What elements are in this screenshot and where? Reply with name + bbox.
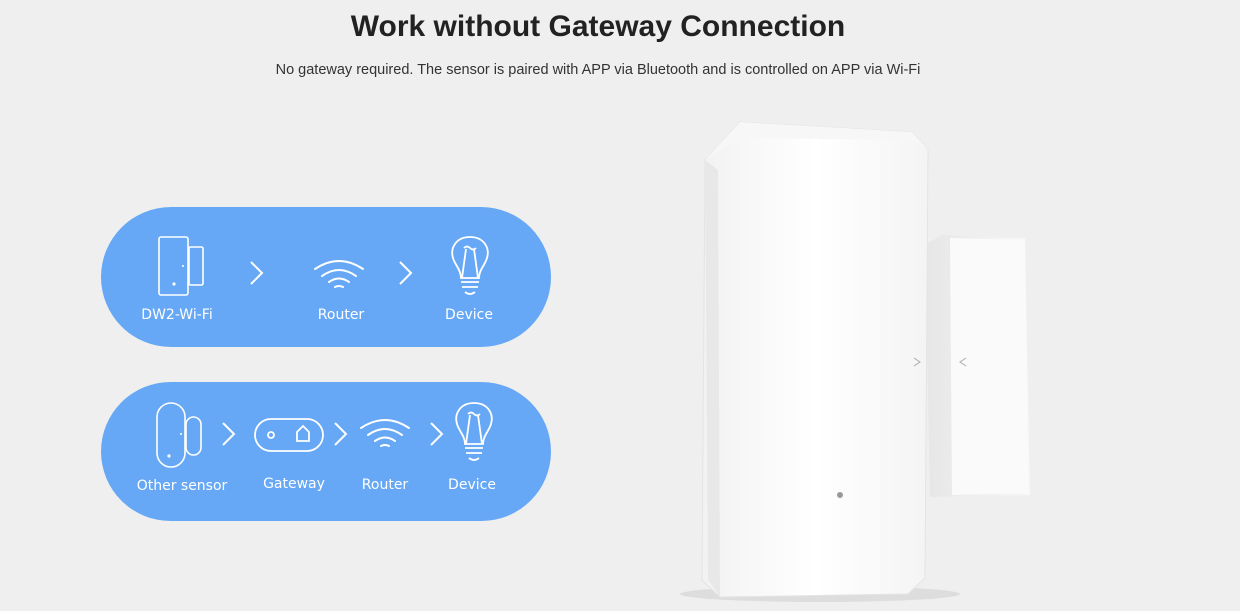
door-sensor-icon: [156, 402, 202, 468]
chevron-right-icon: [430, 422, 444, 446]
gateway-icon: [254, 418, 324, 452]
flow-label-sensor: Other sensor: [136, 478, 228, 494]
door-sensor-product-image: [680, 121, 1030, 602]
wifi-icon: [360, 419, 410, 447]
chevron-right-icon: [399, 261, 413, 285]
page-subtitle: No gateway required. The sensor is paire…: [275, 62, 921, 78]
flow-with-gateway: Other sensor Gateway Router Device: [101, 382, 551, 521]
flow-label-device: Device: [445, 307, 493, 323]
chevron-right-icon: [250, 261, 264, 285]
flow-label-router: Router: [361, 477, 409, 493]
door-sensor-icon: [158, 236, 204, 296]
flow-without-gateway: DW2-Wi-Fi Router Device: [101, 207, 551, 347]
flow-label-router: Router: [317, 307, 365, 323]
lightbulb-icon: [455, 402, 493, 461]
flow-label-device: Device: [448, 477, 496, 493]
wifi-icon: [314, 260, 364, 288]
lightbulb-icon: [451, 236, 489, 295]
page-title: Work without Gateway Connection: [350, 10, 846, 43]
chevron-right-icon: [334, 422, 348, 446]
flow-label-sensor: DW2-Wi-Fi: [141, 307, 213, 323]
flow-label-gateway: Gateway: [263, 476, 325, 492]
chevron-right-icon: [222, 422, 236, 446]
